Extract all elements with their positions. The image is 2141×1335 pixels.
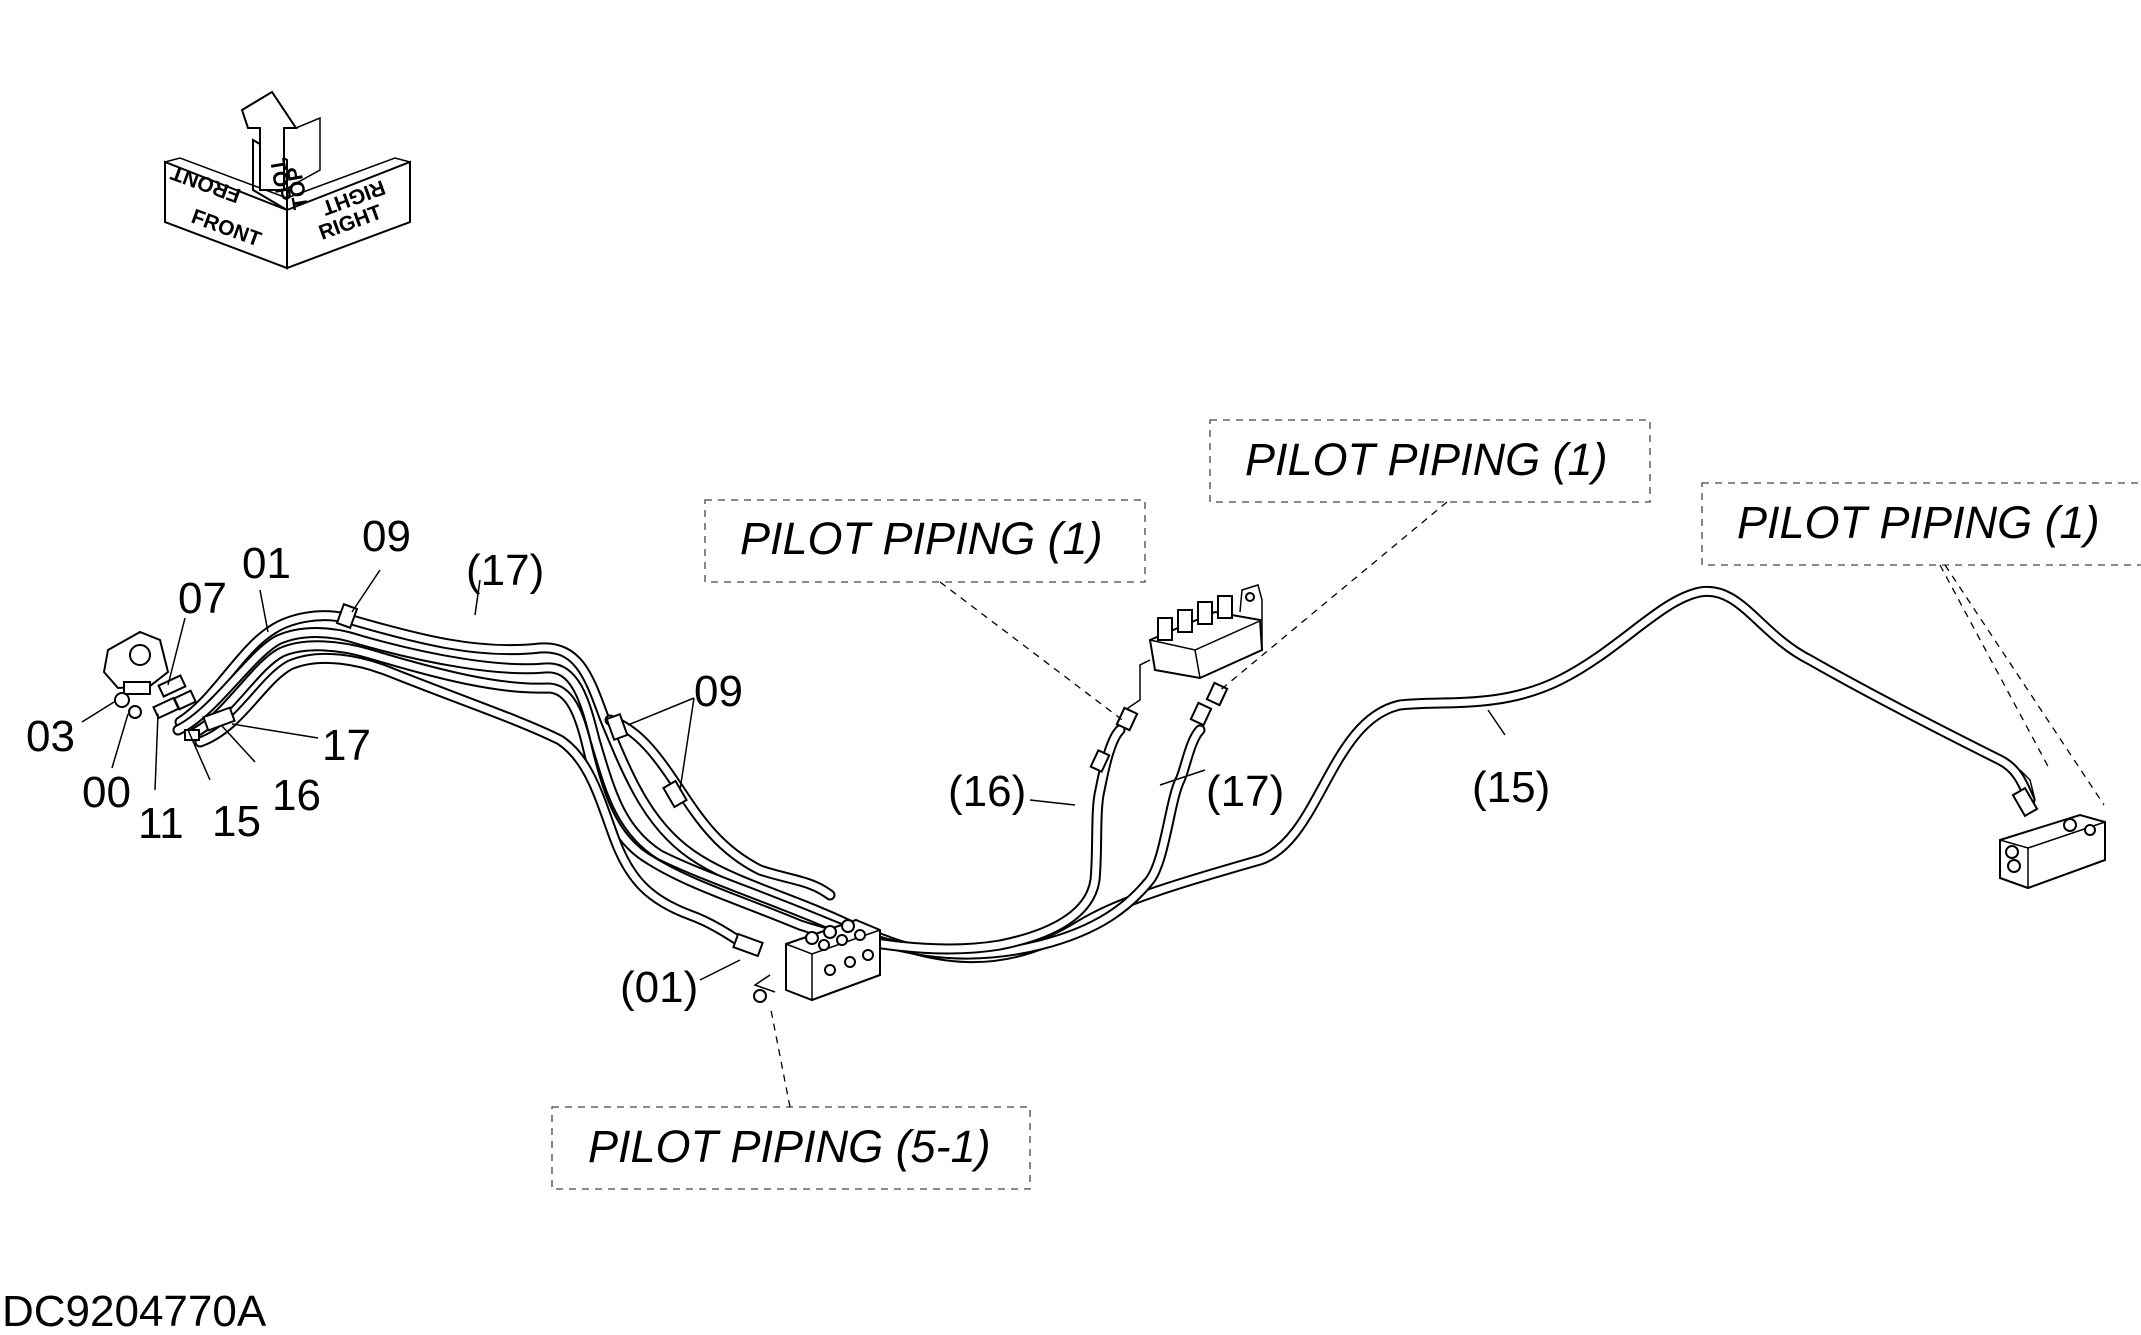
part-label-07: 07 [178, 574, 227, 623]
part-label-17-paren-top: (17) [466, 546, 544, 595]
manifold-block-center [732, 918, 881, 1003]
part-label-17: 17 [322, 721, 371, 770]
callout-pilot-piping-a: PILOT PIPING (1) [740, 513, 1103, 564]
part-label-16: 16 [272, 771, 321, 820]
part-label-01: 01 [242, 539, 291, 588]
part-label-11: 11 [138, 799, 184, 848]
part-label-03: 03 [26, 712, 75, 761]
part-label-15: 15 [212, 797, 261, 846]
callout-pilot-piping-c: PILOT PIPING (1) [1737, 497, 2100, 548]
part-label-15-paren: (15) [1472, 763, 1550, 812]
part-labels: 01 09 (17) 07 03 00 11 15 16 17 09 (16) … [26, 512, 1550, 1012]
leader-lines [81, 569, 1506, 981]
control-valve-block [1089, 584, 1264, 774]
part-label-01-paren: (01) [620, 963, 698, 1012]
callout-pilot-piping-5-1: PILOT PIPING (5-1) [588, 1121, 991, 1172]
manifold-block-right [1999, 769, 2106, 890]
callout-boxes [551, 419, 2141, 1190]
hose-bundle [172, 585, 2036, 963]
part-label-16-paren: (16) [948, 767, 1026, 816]
orientation-symbol: FRONT FRONT TOP TOP RIGHT RIGHT [164, 90, 411, 270]
callout-pilot-piping-b: PILOT PIPING (1) [1245, 434, 1608, 485]
document-id: DC9204770A [2, 1287, 267, 1335]
part-label-09-top: 09 [362, 512, 411, 561]
part-label-00: 00 [82, 768, 131, 817]
part-label-09-mid: 09 [694, 667, 743, 716]
hose-clamps [335, 602, 688, 809]
part-label-17-paren: (17) [1206, 767, 1284, 816]
